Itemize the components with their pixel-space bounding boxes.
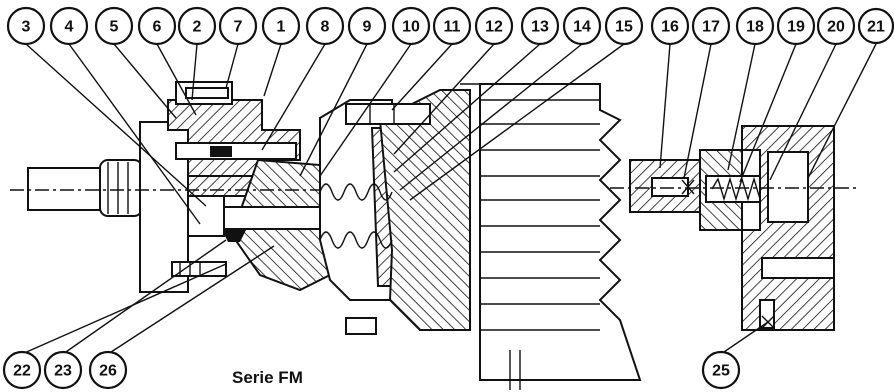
svg-text:5: 5 [110, 19, 119, 36]
callout-19: 19 [776, 6, 816, 46]
callout-20: 20 [816, 6, 856, 46]
callout-7: 7 [218, 6, 258, 46]
callout-6: 6 [137, 6, 177, 46]
svg-text:6: 6 [153, 19, 162, 36]
callout-23: 23 [43, 350, 83, 390]
svg-text:10: 10 [402, 19, 420, 36]
svg-text:12: 12 [485, 19, 503, 36]
svg-text:21: 21 [867, 19, 885, 36]
svg-text:25: 25 [712, 363, 730, 380]
callout-2: 2 [177, 6, 217, 46]
relief-valve-assembly [610, 125, 860, 331]
svg-text:26: 26 [99, 363, 117, 380]
svg-text:13: 13 [531, 19, 549, 36]
leader-lines [21, 43, 877, 355]
svg-text:20: 20 [827, 19, 845, 36]
callout-10: 10 [391, 6, 431, 46]
svg-text:23: 23 [54, 363, 72, 380]
callout-17: 17 [691, 6, 731, 46]
callout-13: 13 [520, 6, 560, 46]
callout-8: 8 [305, 6, 345, 46]
callout-25: 25 [701, 350, 741, 390]
svg-text:8: 8 [321, 19, 330, 36]
callout-3: 3 [6, 6, 46, 46]
callout-16: 16 [650, 6, 690, 46]
callout-12: 12 [474, 6, 514, 46]
callout-11: 11 [432, 6, 472, 46]
callout-1: 1 [261, 6, 301, 46]
callout-4: 4 [49, 6, 89, 46]
callout-group: 3 4 5 6 2 7 1 8 9 10 11 12 13 14 15 16 1… [2, 6, 894, 390]
svg-text:18: 18 [746, 19, 764, 36]
diagram-caption: Serie FM [232, 368, 303, 387]
callout-5: 5 [94, 6, 134, 46]
callout-9: 9 [347, 6, 387, 46]
svg-text:17: 17 [702, 19, 720, 36]
svg-text:16: 16 [661, 19, 679, 36]
svg-text:2: 2 [193, 19, 202, 36]
callout-18: 18 [735, 6, 775, 46]
callout-26: 26 [88, 350, 128, 390]
svg-text:9: 9 [363, 19, 372, 36]
callout-14: 14 [562, 6, 602, 46]
main-pump-assembly [10, 81, 642, 390]
svg-text:7: 7 [234, 19, 243, 36]
svg-text:4: 4 [65, 19, 74, 36]
svg-text:3: 3 [22, 19, 31, 36]
svg-text:22: 22 [13, 363, 31, 380]
svg-text:19: 19 [787, 19, 805, 36]
svg-text:15: 15 [615, 19, 633, 36]
callout-21: 21 [857, 7, 894, 45]
svg-text:1: 1 [277, 19, 286, 36]
callout-15: 15 [604, 6, 644, 46]
svg-text:14: 14 [573, 19, 591, 36]
svg-text:11: 11 [444, 19, 461, 36]
callout-22: 22 [2, 350, 42, 390]
